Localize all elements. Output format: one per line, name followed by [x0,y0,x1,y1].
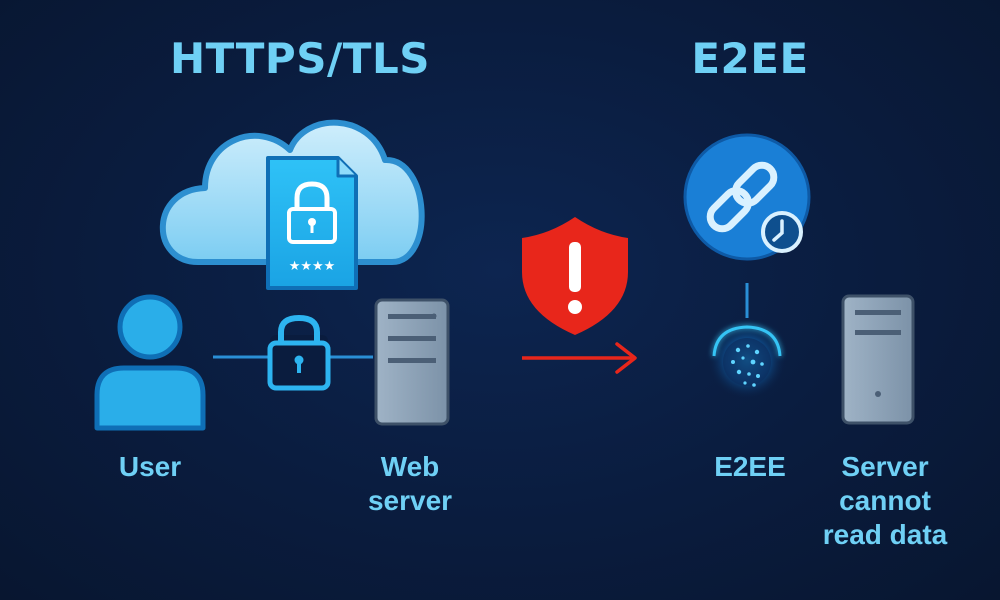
document-lock-icon: ★★★★ [266,156,358,290]
web-server-label: Web server [367,451,453,516]
server-cannot-read-label: Server cannot read data [822,451,948,550]
https-tls-title: HTTPS/TLS [170,34,430,83]
card-stars: ★★★★ [289,259,336,274]
e2ee-label: E2EE [714,451,786,482]
user-label: User [118,451,182,482]
warning-shield-icon [522,217,628,335]
web-server-icon [374,298,450,426]
arrow-right-icon [522,342,637,374]
clock-badge-icon [761,211,803,253]
e2ee-title: E2EE [691,34,809,83]
user-icon [94,294,206,431]
padlock-icon [267,314,331,391]
encrypted-node-icon [707,320,787,400]
server-icon [841,294,915,425]
